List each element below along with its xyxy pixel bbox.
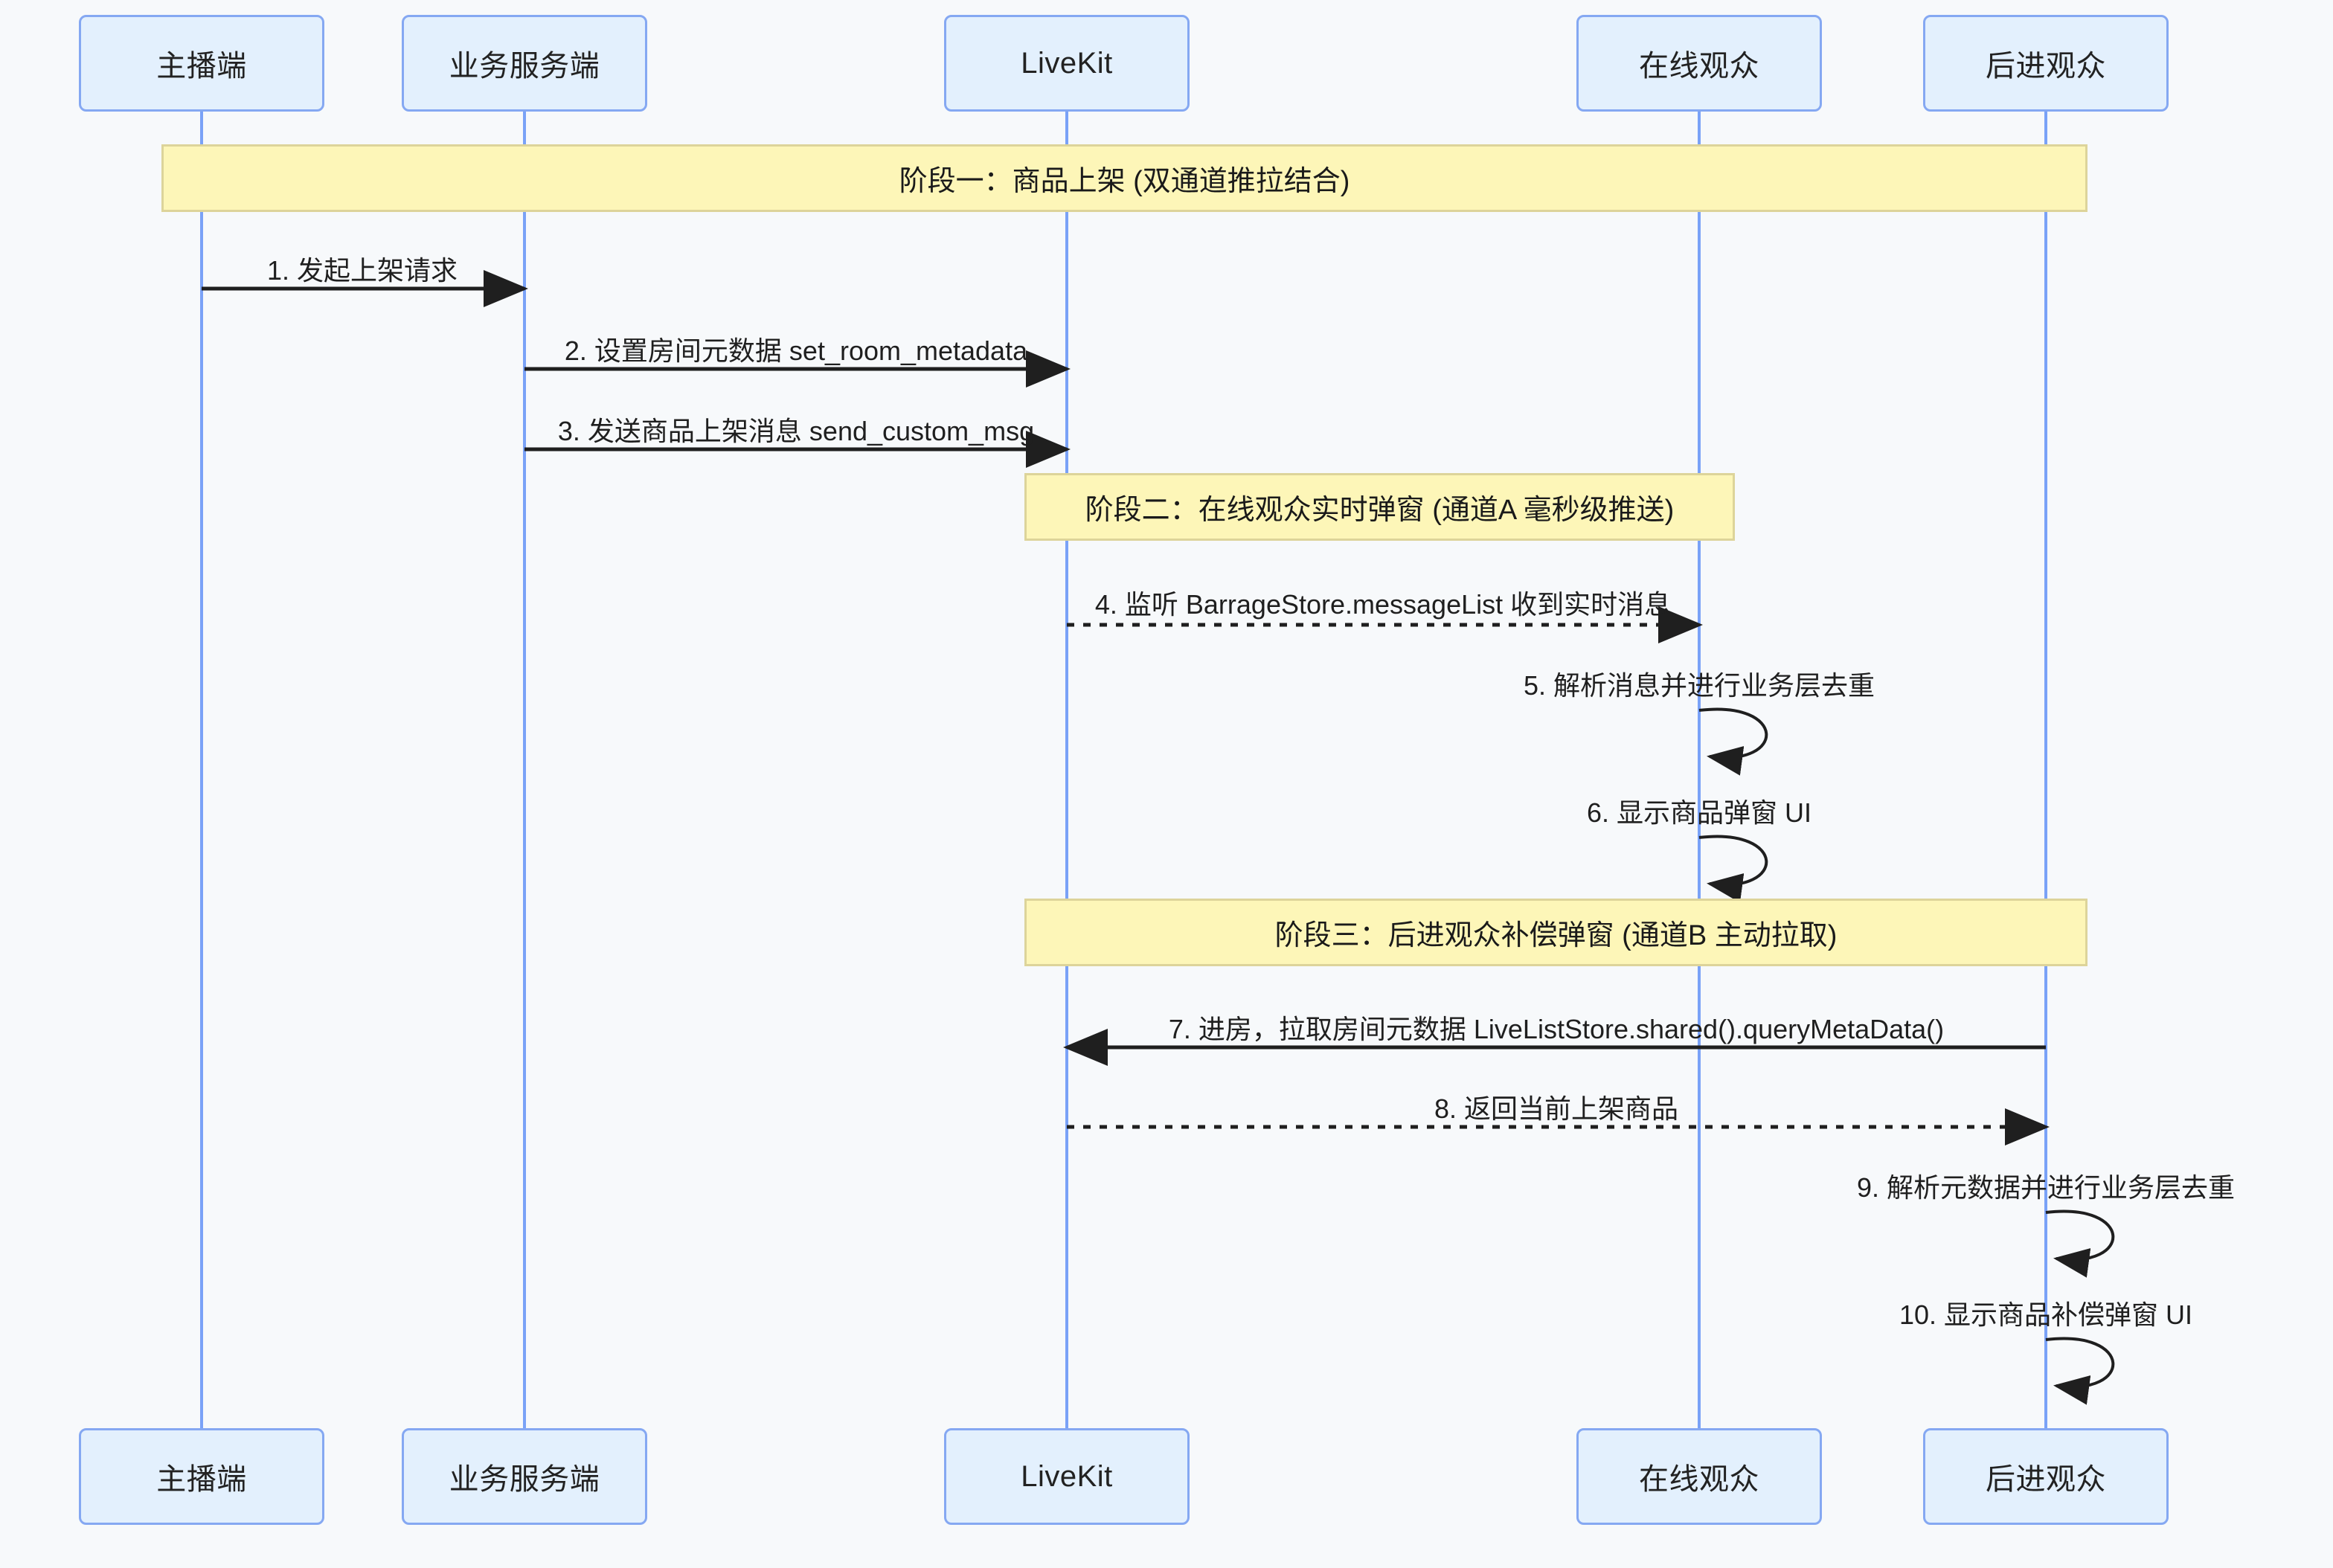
self-message-arrow-5 [1698,707,1768,776]
message-label-9: 9. 解析元数据并进行业务层去重 [1856,1172,2236,1203]
actor-label: 业务服务端 [449,50,600,83]
message-label-5: 5. 解析消息并进行业务层去重 [1523,670,1875,701]
actor-box-online-bottom[interactable]: 在线观众 [1576,1428,1822,1525]
actor-box-late-bottom[interactable]: 后进观众 [1923,1428,2169,1525]
message-label-10: 10. 显示商品补偿弹窗 UI [1899,1299,2193,1330]
self-message-arrow-10 [2045,1337,2115,1405]
message-label-1: 1. 发起上架请求 [266,255,458,286]
actor-box-livekit-bottom[interactable]: LiveKit [944,1428,1190,1525]
actor-label: 在线观众 [1639,50,1759,83]
actor-label: 后进观众 [1986,50,2106,83]
message-label-2: 2. 设置房间元数据 set_room_metadata [564,335,1028,366]
self-message-arrow-9 [2045,1209,2115,1278]
arrows-group [202,270,2115,1405]
message-label-8: 8. 返回当前上架商品 [1434,1093,1679,1124]
self-message-arrow-6 [1698,835,1768,903]
actor-box-anchor-bottom[interactable]: 主播端 [79,1428,324,1525]
actor-box-online-top[interactable]: 在线观众 [1576,15,1822,112]
actor-box-backend-top[interactable]: 业务服务端 [402,15,647,112]
actor-label: 业务服务端 [449,1463,600,1496]
actor-box-late-top[interactable]: 后进观众 [1923,15,2169,112]
phase-banner-label: 阶段二：在线观众实时弹窗 (通道A 毫秒级推送) [1085,495,1675,526]
actor-box-anchor-top[interactable]: 主播端 [79,15,324,112]
actor-label: 后进观众 [1986,1463,2106,1496]
lifelines-group [200,112,2047,1428]
message-label-6: 6. 显示商品弹窗 UI [1586,797,1812,828]
actor-label: 在线观众 [1639,1463,1759,1496]
phase-banner-label: 阶段一：商品上架 (双通道推拉结合) [899,166,1350,197]
phase-banner-phase-3: 阶段三：后进观众补偿弹窗 (通道B 主动拉取) [1024,899,2087,966]
actor-label: 主播端 [156,50,247,83]
message-label-3: 3. 发送商品上架消息 send_custom_msg [557,416,1035,446]
message-label-4: 4. 监听 BarrageStore.messageList 收到实时消息 [1094,589,1672,620]
phase-banner-phase-2: 阶段二：在线观众实时弹窗 (通道A 毫秒级推送) [1024,473,1735,541]
actor-box-backend-bottom[interactable]: 业务服务端 [402,1428,647,1525]
phase-banner-phase-1: 阶段一：商品上架 (双通道推拉结合) [161,144,2087,212]
actor-label: 主播端 [156,1463,247,1496]
actor-label: LiveKit [1021,1459,1113,1493]
actor-label: LiveKit [1021,46,1113,80]
message-label-7: 7. 进房，拉取房间元数据 LiveListStore.shared().que… [1168,1014,1945,1044]
actor-box-livekit-top[interactable]: LiveKit [944,15,1190,112]
phase-banner-label: 阶段三：后进观众补偿弹窗 (通道B 主动拉取) [1274,920,1838,951]
